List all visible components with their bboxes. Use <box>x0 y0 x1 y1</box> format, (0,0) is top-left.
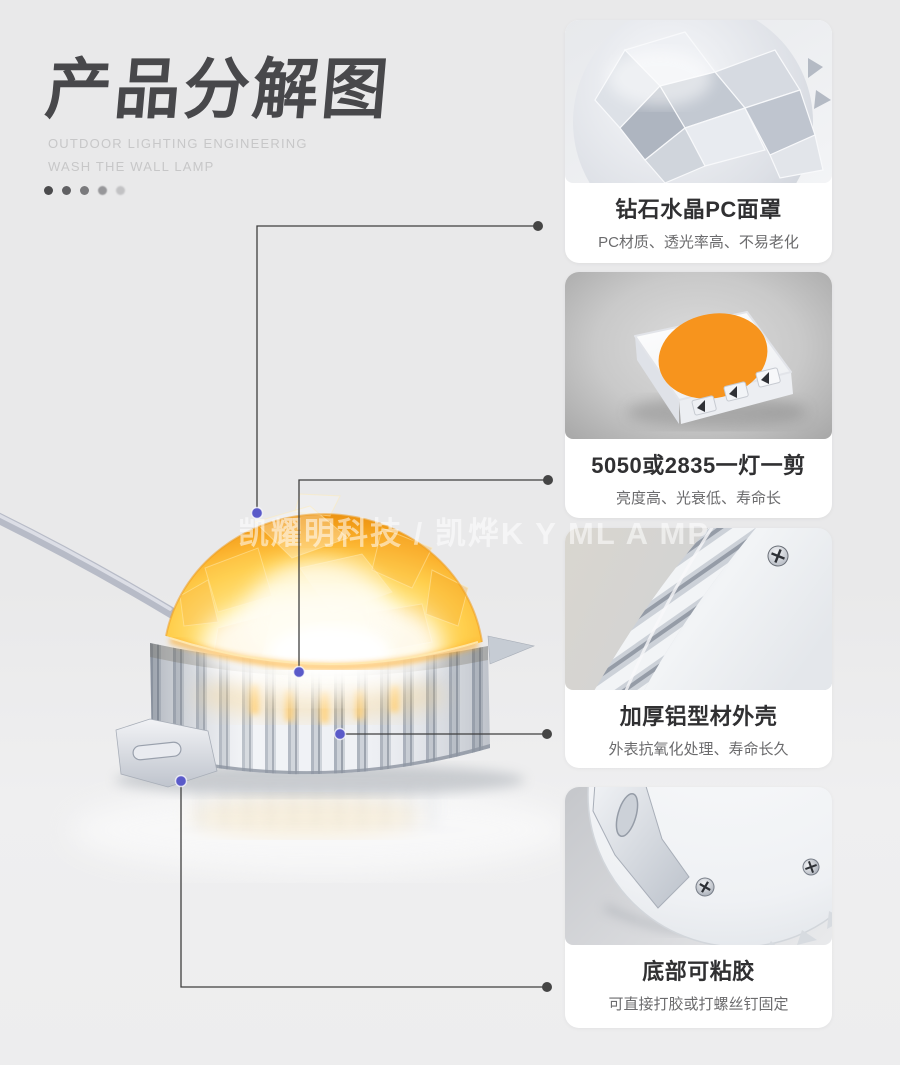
screw <box>802 858 820 876</box>
led-emitter <box>658 313 768 399</box>
subtitle-line-2: WASH THE WALL LAMP <box>48 159 215 174</box>
power-cable <box>0 512 178 619</box>
card-title: 加厚铝型材外壳 <box>619 704 778 729</box>
right-mount-ear <box>487 635 536 665</box>
subtitle-line-1: OUTDOOR LIGHTING ENGINEERING <box>48 136 308 151</box>
card-title: 钻石水晶PC面罩 <box>615 197 782 222</box>
brand-watermark: 凯耀明科技 / 凯烨K Y ML A MP <box>238 516 711 551</box>
feature-card-pc-cover: 钻石水晶PC面罩 PC材质、透光率高、不易老化 <box>565 20 832 263</box>
feature-card-housing: 加厚铝型材外壳 外表抗氧化处理、寿命长久 <box>565 528 832 768</box>
feature-card-bottom: 底部可粘胶 可直接打胶或打螺丝钉固定 <box>565 787 832 1028</box>
progress-dot <box>44 186 53 195</box>
page-title: 产品分解图 <box>42 52 394 126</box>
light-glow-through-fins <box>250 684 399 723</box>
screw <box>695 877 715 897</box>
mounting-bracket <box>115 718 218 788</box>
progress-dot <box>98 186 107 195</box>
progress-dot <box>62 186 71 195</box>
led-chip-image <box>565 272 832 439</box>
bottom-bracket <box>592 787 690 909</box>
card-subtitle: 亮度高、光衰低、寿命长 <box>615 490 781 507</box>
progress-dots <box>44 186 125 195</box>
progress-dot <box>116 186 125 195</box>
card-title: 5050或2835一灯一剪 <box>591 453 806 478</box>
card-subtitle: 可直接打胶或打螺丝钉固定 <box>608 996 789 1013</box>
progress-dot <box>80 186 89 195</box>
lamp-product-image <box>0 493 560 874</box>
crystal-cover-image <box>565 20 832 183</box>
bracket-slot-hole <box>132 741 182 761</box>
card-subtitle: PC材质、透光率高、不易老化 <box>598 234 799 251</box>
bracket-slot-hole <box>615 792 639 838</box>
feature-card-led-chip: 5050或2835一灯一剪 亮度高、光衰低、寿命长 <box>565 272 832 518</box>
card-subtitle: 外表抗氧化处理、寿命长久 <box>608 741 789 758</box>
housing-image <box>565 528 832 690</box>
lamp-bottom-image <box>565 787 832 945</box>
screw <box>767 545 789 567</box>
card-title: 底部可粘胶 <box>642 959 755 984</box>
